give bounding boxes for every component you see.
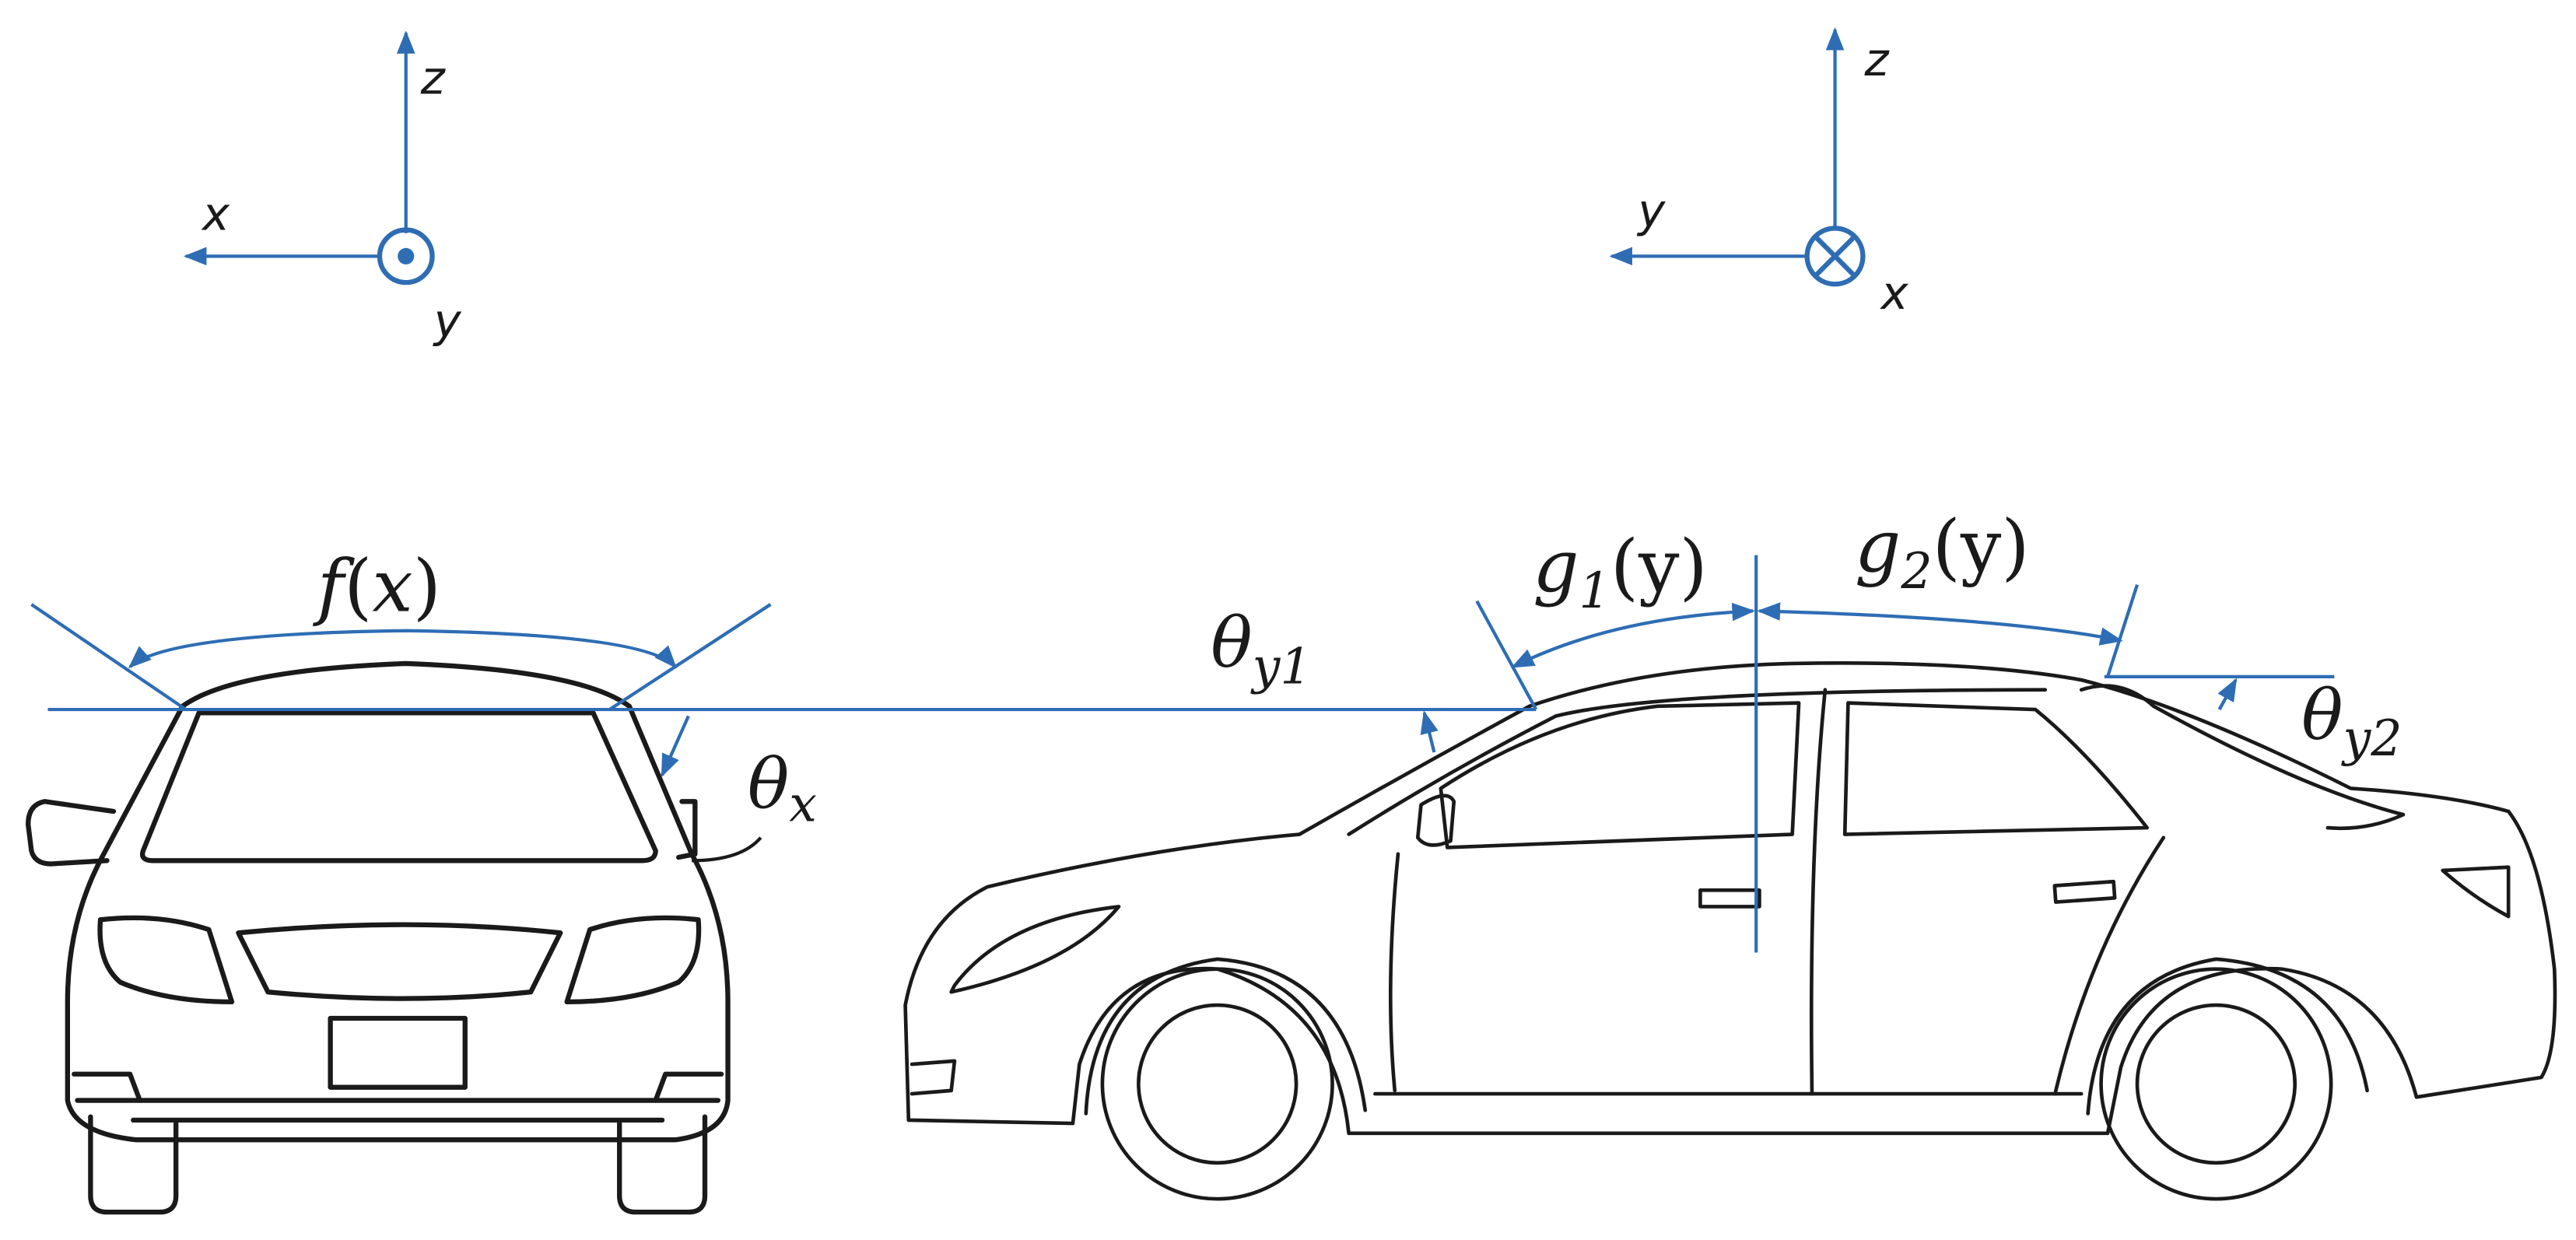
side-taillight bbox=[2441, 865, 2511, 919]
f-of-x-dimension-arc bbox=[128, 629, 677, 669]
front-y-label: y bbox=[433, 294, 462, 348]
front-left-headlight bbox=[97, 915, 235, 1005]
theta-y2-label: θy2 bbox=[2301, 675, 2402, 767]
side-headlight bbox=[949, 905, 1121, 994]
g2-base: g bbox=[1855, 505, 1901, 589]
theta-x-symbol: θ bbox=[748, 744, 789, 825]
side-body-outline bbox=[903, 661, 2557, 1136]
front-wheel-inner bbox=[1137, 1003, 1299, 1165]
front-left-tire bbox=[88, 1114, 179, 1215]
rear-door-handle bbox=[2052, 879, 2117, 904]
front-body-outline bbox=[65, 660, 731, 1143]
car-side-view bbox=[903, 661, 2557, 1201]
front-grille bbox=[236, 922, 563, 1001]
front-wheel-outer bbox=[1100, 967, 1334, 1201]
g2-argument: (y) bbox=[1933, 505, 2030, 589]
side-axes bbox=[1609, 27, 1866, 287]
front-z-label: z bbox=[420, 51, 447, 104]
front-right-headlight bbox=[564, 915, 702, 1005]
g1-subscript: 1 bbox=[1579, 562, 1610, 619]
front-right-mirror bbox=[676, 799, 698, 860]
side-x-label: x bbox=[1880, 266, 1909, 320]
theta-y2-arrow bbox=[2217, 678, 2238, 711]
theta-y1-symbol: θ bbox=[1211, 603, 1252, 683]
theta-y1-subscript: y1 bbox=[1250, 637, 1312, 695]
theta-x-leader bbox=[692, 836, 762, 863]
theta-x-arrow bbox=[661, 715, 690, 778]
front-right-tire bbox=[617, 1114, 708, 1215]
theta-y2-subscript: y2 bbox=[2341, 709, 2403, 767]
f-variable: x bbox=[372, 544, 412, 628]
g1-base: g bbox=[1533, 524, 1579, 608]
front-left-mirror bbox=[25, 799, 117, 867]
side-y-label: y bbox=[1636, 184, 1666, 237]
front-x-label: x bbox=[201, 187, 230, 241]
front-windshield bbox=[139, 710, 658, 863]
g2-dimension-arc bbox=[1757, 602, 2123, 646]
theta-x-subscript: x bbox=[789, 776, 817, 833]
g2-subscript: 2 bbox=[1900, 542, 1932, 600]
front-left-tangent bbox=[30, 603, 188, 711]
side-z-label: z bbox=[1864, 33, 1891, 86]
theta-y1-label: θy1 bbox=[1211, 603, 1311, 695]
rear-wheel-outer bbox=[2099, 967, 2333, 1201]
f-open-paren: ( bbox=[344, 544, 372, 628]
front-license-plate bbox=[328, 1015, 468, 1090]
side-mirror bbox=[1415, 793, 1456, 847]
front-door-handle bbox=[1698, 888, 1761, 909]
rear-tangent bbox=[2106, 583, 2140, 678]
annotations bbox=[30, 555, 2335, 953]
g2-label: g2(y) bbox=[1855, 505, 2030, 600]
g1-argument: (y) bbox=[1610, 524, 1708, 608]
theta-x-label: θx bbox=[748, 744, 817, 833]
theta-y1-arrow bbox=[1420, 710, 1439, 753]
f-close-paren: ) bbox=[413, 544, 441, 628]
f-of-x-label: f(x) bbox=[313, 544, 441, 628]
theta-y2-symbol: θ bbox=[2301, 675, 2343, 755]
side-rear-window bbox=[1842, 701, 2150, 836]
car-front-view bbox=[25, 660, 731, 1215]
windshield-tangent bbox=[1475, 600, 1538, 711]
g1-dimension-arc bbox=[1511, 602, 1755, 669]
rear-wheel-inner bbox=[2135, 1003, 2297, 1165]
side-front-window bbox=[1439, 701, 1801, 849]
g1-label: g1(y) bbox=[1533, 524, 1708, 619]
y-out-of-page-icon bbox=[377, 227, 435, 285]
front-right-tangent bbox=[608, 603, 772, 711]
x-into-page-icon bbox=[1804, 226, 1866, 287]
front-axes bbox=[183, 30, 435, 285]
